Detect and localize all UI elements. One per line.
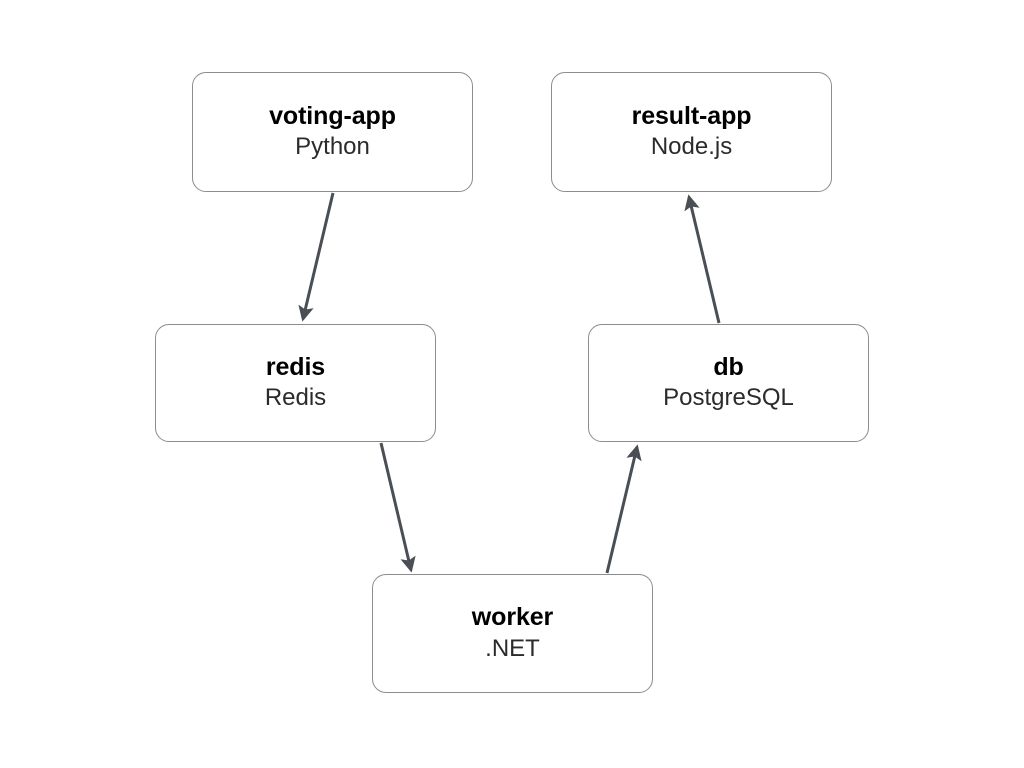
node-subtitle: .NET — [485, 634, 540, 662]
node-title: db — [713, 352, 744, 381]
node-voting-app[interactable]: voting-app Python — [192, 72, 473, 192]
node-title: result-app — [631, 101, 752, 130]
node-subtitle: Python — [295, 133, 370, 161]
node-redis[interactable]: redis Redis — [155, 324, 436, 442]
node-db[interactable]: db PostgreSQL — [588, 324, 869, 442]
edge-worker-to-db — [605, 444, 642, 574]
edge-db-to-result-app — [684, 194, 721, 324]
node-result-app[interactable]: result-app Node.js — [551, 72, 832, 192]
node-title: worker — [471, 603, 554, 632]
node-title: redis — [265, 352, 326, 381]
node-subtitle: Node.js — [650, 133, 733, 161]
edge-voting-app-to-redis — [298, 192, 335, 322]
edge-redis-to-worker — [379, 442, 416, 573]
node-subtitle: PostgreSQL — [663, 384, 794, 412]
node-worker[interactable]: worker .NET — [372, 574, 653, 693]
node-subtitle: Redis — [264, 384, 327, 412]
node-title: voting-app — [269, 101, 396, 130]
